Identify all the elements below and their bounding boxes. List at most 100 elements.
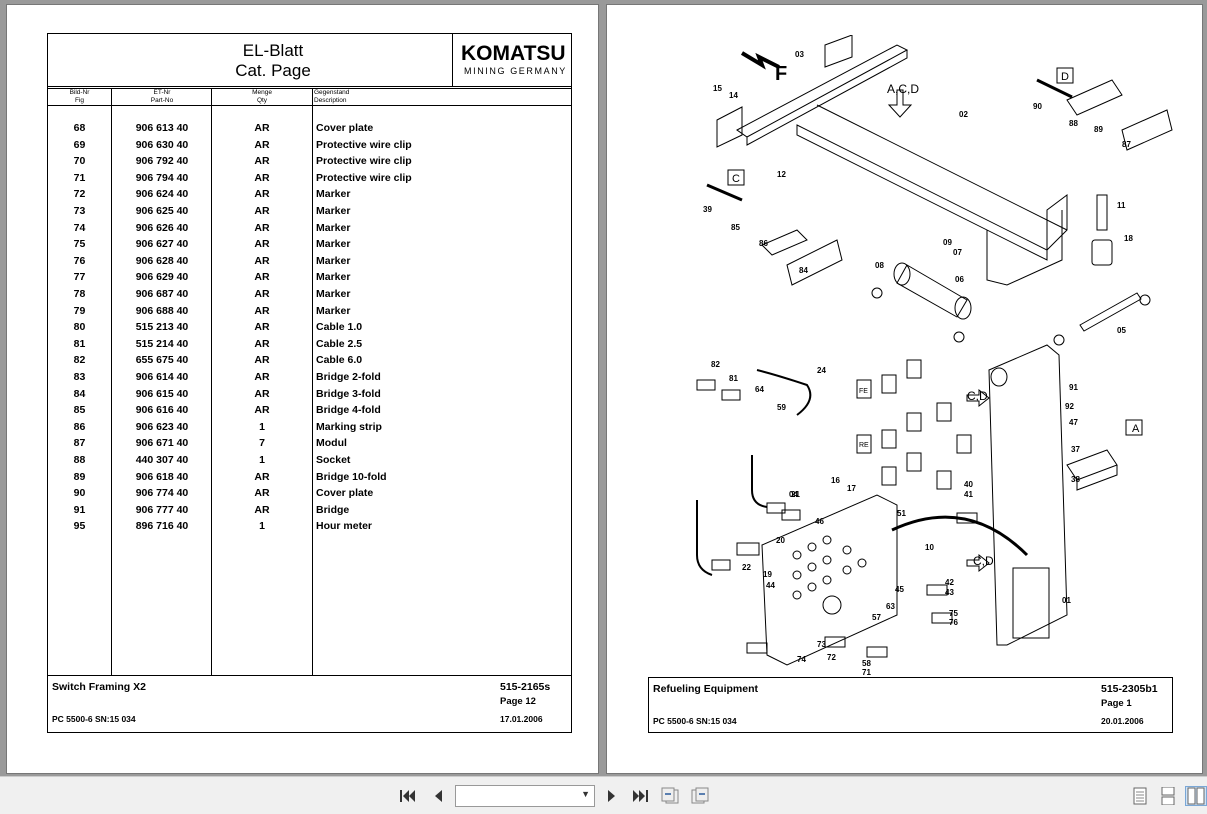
continuous-page-icon <box>1161 787 1175 805</box>
two-page-view-button[interactable] <box>1185 786 1207 806</box>
callout-45: 45 <box>895 585 904 594</box>
logo-main-text: KOMATSU <box>461 42 566 65</box>
view-label: A,C,D <box>887 82 919 96</box>
fig-cell: 79 <box>73 304 86 317</box>
previous-page-button[interactable] <box>428 786 448 806</box>
view-label: A <box>1132 423 1140 435</box>
part-no-cell: 906 792 40 <box>135 155 189 168</box>
view-arrow-acd <box>887 89 913 118</box>
qty-cell: 1 <box>259 454 265 466</box>
callout-75: 75 <box>949 609 958 618</box>
callout-92: 92 <box>1065 402 1074 411</box>
frame-rail <box>796 124 1048 261</box>
callout-46: 46 <box>815 517 824 526</box>
description-cell: Protective wire clip <box>316 171 412 184</box>
last-page-button[interactable] <box>630 786 650 806</box>
description-cell: Protective wire clip <box>316 155 412 168</box>
callout-38: 38 <box>1071 475 1080 484</box>
callout-87: 87 <box>1122 140 1131 149</box>
fig-cell: 80 <box>73 321 86 334</box>
single-page-view-button[interactable] <box>1130 786 1150 806</box>
bolt-11 <box>1096 194 1108 231</box>
qty-cell: AR <box>254 221 270 234</box>
description-cell: Cable 2.5 <box>316 337 363 350</box>
continuous-view-button[interactable] <box>1158 786 1178 806</box>
parts-list-sheet: EL-Blatt Cat. Page KOMATSU MINING GERMAN… <box>47 33 572 733</box>
plate-84 <box>786 239 843 286</box>
marker-label: RE <box>859 442 869 449</box>
go-forward-button[interactable] <box>690 786 710 806</box>
cable-arc <box>891 515 1029 557</box>
description-cell: Bridge 4-fold <box>316 404 381 417</box>
callout-90: 90 <box>1033 102 1042 111</box>
marker-label: FE <box>859 388 868 395</box>
qty-cell: AR <box>254 470 270 483</box>
view-box-a <box>1125 419 1143 436</box>
description-cell: Marker <box>316 188 351 201</box>
part-no-cell: 515 214 40 <box>135 337 189 350</box>
part-no-cell: 906 616 40 <box>135 404 189 417</box>
fig-cell: 74 <box>73 221 86 234</box>
footer-page: Page 12 <box>500 696 536 707</box>
plate-03-top <box>824 35 853 68</box>
description-cell: Bridge <box>316 503 350 516</box>
view-label: F <box>775 63 787 85</box>
hose-24 <box>756 369 812 416</box>
qty-cell: 1 <box>259 420 265 433</box>
part-no-cell: 906 626 40 <box>135 221 189 234</box>
fig-cell: 70 <box>73 155 86 168</box>
block-d <box>1066 79 1123 116</box>
callout-19: 19 <box>763 570 772 579</box>
part-no-cell: 896 716 40 <box>135 520 189 533</box>
viewer-toolbar: ▼ <box>0 776 1207 814</box>
description-cell: Marker <box>316 205 351 217</box>
right-sheet-footer: Refueling Equipment 515-2305b1 Page 1 PC… <box>648 677 1173 733</box>
description-cell: Marker <box>316 254 351 267</box>
view-label: D <box>1061 71 1069 83</box>
arm-window <box>1012 567 1050 639</box>
frame-end-plate <box>1046 194 1068 252</box>
page-select[interactable]: ▼ <box>455 785 595 807</box>
fig-cell: 91 <box>73 503 86 516</box>
fig-cell: 68 <box>73 122 86 134</box>
fig-cell: 75 <box>73 238 86 251</box>
part-no-cell: 515 213 40 <box>135 321 189 334</box>
view-label: C <box>732 173 740 185</box>
fig-cell: 95 <box>73 520 86 533</box>
qty-cell: AR <box>254 188 270 201</box>
part-no-cell: 906 614 40 <box>135 371 189 383</box>
footer-date: 20.01.2006 <box>1101 716 1144 726</box>
first-page-button[interactable] <box>398 786 418 806</box>
qty-cell: AR <box>254 254 270 267</box>
callout-88: 88 <box>1069 119 1078 128</box>
callout-44: 44 <box>766 581 775 590</box>
description-cell: Bridge 2-fold <box>316 371 381 383</box>
callout-76: 76 <box>949 618 958 627</box>
description-cell: Marker <box>316 221 351 234</box>
qty-cell: AR <box>254 387 270 400</box>
footer-machine: PC 5500-6 SN:15 034 <box>653 716 737 726</box>
callout-01: 01 <box>1062 596 1071 605</box>
next-page-button[interactable] <box>602 786 622 806</box>
qty-cell: AR <box>254 288 270 300</box>
callout-21: 21 <box>791 490 800 499</box>
qty-cell: AR <box>254 371 270 383</box>
footer-date: 17.01.2006 <box>500 714 543 724</box>
footer-name: Switch Framing X2 <box>52 681 146 693</box>
go-back-button[interactable] <box>660 786 680 806</box>
callout-18: 18 <box>1124 234 1133 243</box>
callout-47: 47 <box>1069 418 1078 427</box>
bolt-90 <box>1036 78 1073 99</box>
logo-sub-text: MINING GERMANY <box>464 66 567 76</box>
single-page-icon <box>1133 787 1147 805</box>
previous-page-icon <box>435 790 442 802</box>
qty-cell: AR <box>254 205 270 217</box>
callout-71: 71 <box>862 668 871 675</box>
